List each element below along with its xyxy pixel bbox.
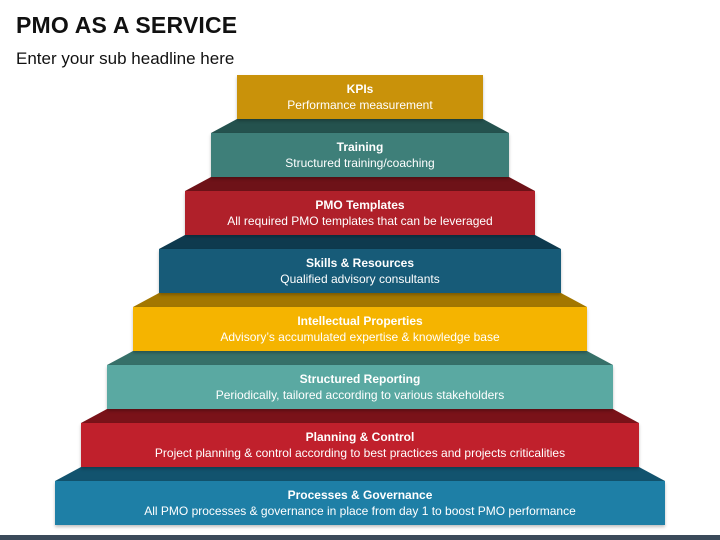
- step-tread: [159, 235, 561, 249]
- step-title: Training: [336, 139, 384, 154]
- step-title: Structured Reporting: [299, 371, 421, 386]
- step-title: KPIs: [346, 81, 374, 96]
- step-tread: [81, 409, 639, 423]
- step-tread: [133, 293, 587, 307]
- step-tread: [55, 467, 665, 481]
- step-description: All PMO processes & governance in place …: [144, 503, 576, 518]
- step-description: All required PMO templates that can be l…: [227, 213, 493, 228]
- step-description: Structured training/coaching: [285, 155, 435, 170]
- footer-bar: [0, 535, 720, 540]
- step-title: Skills & Resources: [305, 255, 415, 270]
- page-subtitle: Enter your sub headline here: [16, 49, 235, 68]
- step-description: Project planning & control according to …: [154, 445, 566, 460]
- step-tread: [107, 351, 613, 365]
- step-description: Advisory’s accumulated expertise & knowl…: [220, 329, 500, 344]
- step-title: Processes & Governance: [287, 487, 433, 502]
- step-description: Periodically, tailored according to vari…: [215, 387, 505, 402]
- step-description: Performance measurement: [287, 97, 433, 112]
- step-tread: [185, 177, 535, 191]
- page-title: PMO AS A SERVICE: [16, 12, 238, 38]
- step-title: Planning & Control: [305, 429, 415, 444]
- step-title: Intellectual Properties: [297, 313, 423, 328]
- step-title: PMO Templates: [315, 197, 405, 212]
- step-description: Qualified advisory consultants: [280, 271, 440, 286]
- step-tread: [211, 119, 509, 133]
